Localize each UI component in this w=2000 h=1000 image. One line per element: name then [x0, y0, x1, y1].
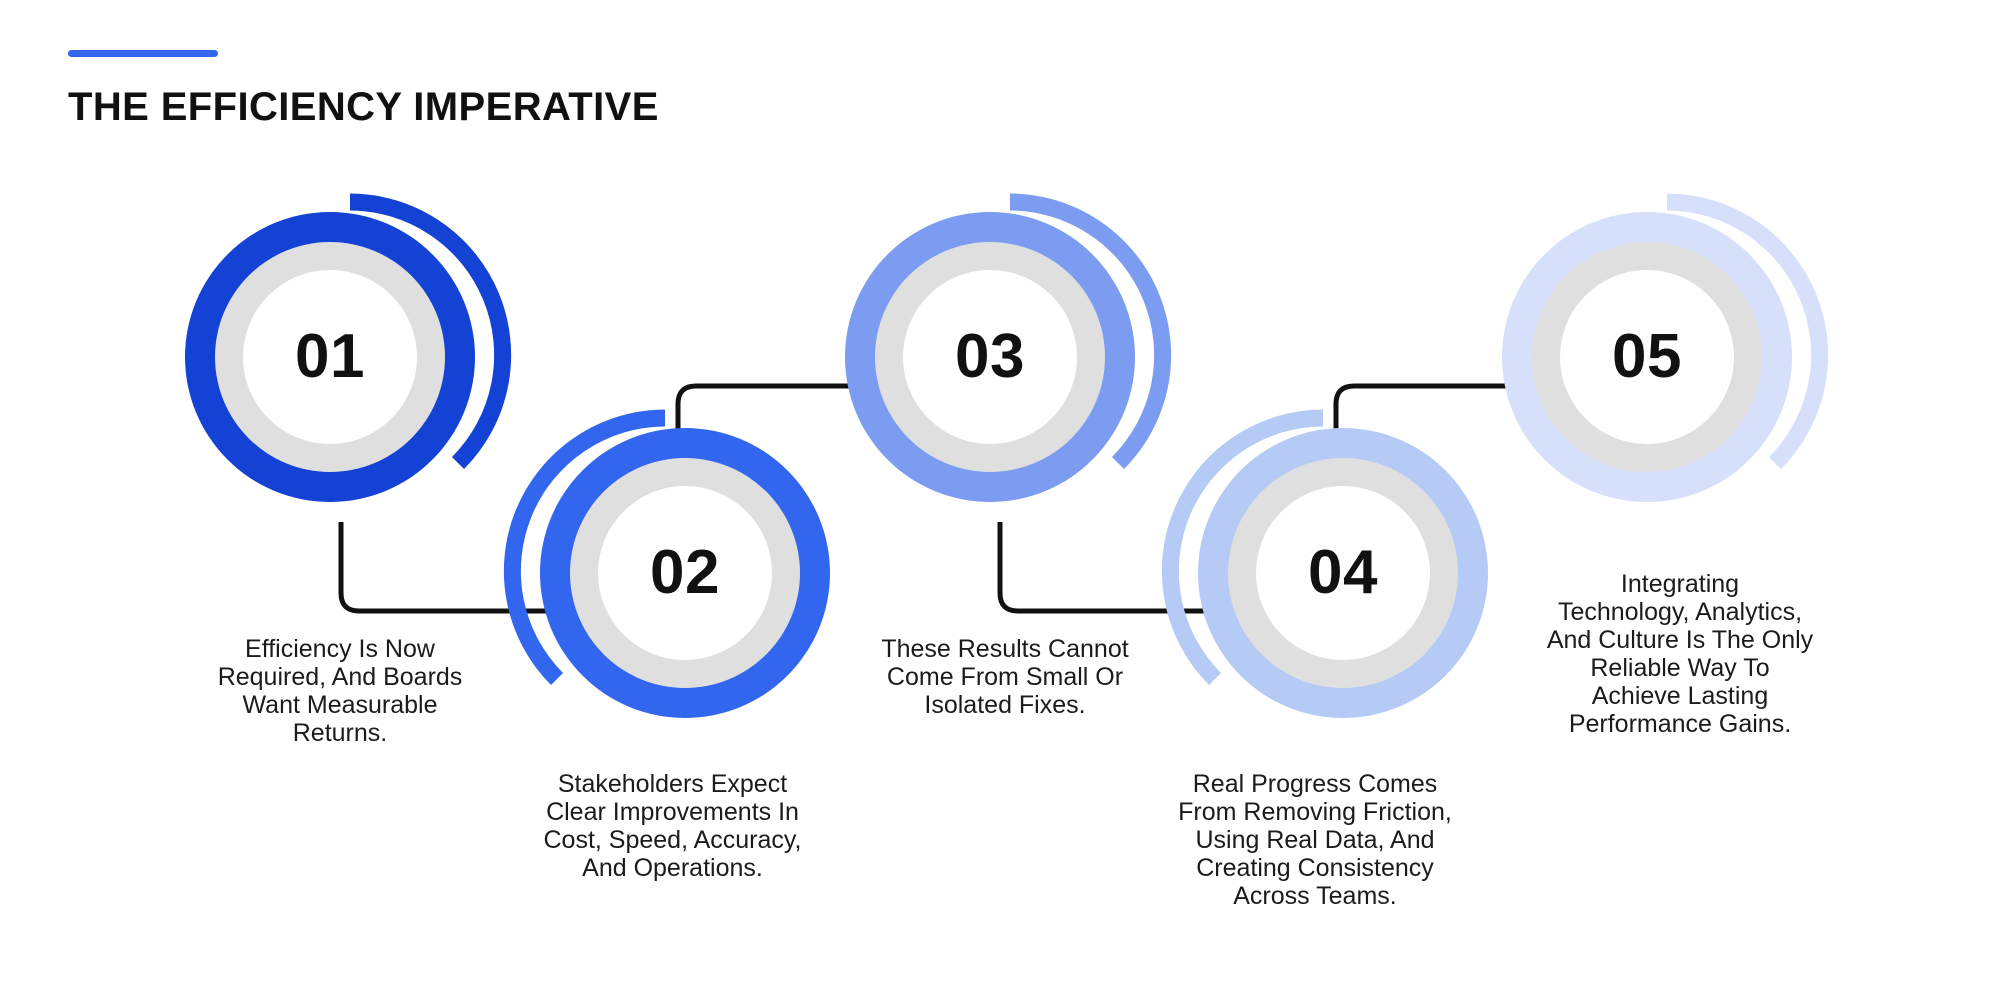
core-circle-05: 05 — [1560, 270, 1734, 444]
outer-ring-03: 03 — [845, 212, 1135, 502]
arc-path-05 — [1666, 193, 1829, 469]
arc-path-03 — [1009, 193, 1172, 469]
decorative-arc-03 — [1009, 193, 1172, 469]
arc-path-01 — [349, 193, 512, 469]
step-number-01: 01 — [295, 322, 365, 391]
arc-path-04 — [1161, 409, 1324, 685]
core-circle-02: 02 — [598, 486, 772, 660]
step-number-02: 02 — [650, 538, 720, 607]
step-caption-02: Stakeholders Expect Clear Improvements I… — [543, 770, 802, 882]
outer-ring-02: 02 — [540, 428, 830, 718]
core-circle-03: 03 — [903, 270, 1077, 444]
core-circle-04: 04 — [1256, 486, 1430, 660]
step-number-03: 03 — [955, 322, 1025, 391]
decorative-arc-02 — [503, 409, 666, 685]
step-caption-04: Real Progress Comes From Removing Fricti… — [1178, 770, 1452, 910]
connector-02-03 — [675, 383, 855, 420]
page-title: THE EFFICIENCY IMPERATIVE — [68, 85, 659, 129]
decorative-arc-04 — [1161, 409, 1324, 685]
step-caption-01: Efficiency Is Now Required, And Boards W… — [217, 635, 463, 747]
decorative-arc-01 — [349, 193, 512, 469]
outer-ring-05: 05 — [1502, 212, 1792, 502]
step-caption-05: Integrating Technology, Analytics, And C… — [1546, 570, 1814, 738]
outer-ring-01: 01 — [185, 212, 475, 502]
accent-rule — [68, 50, 218, 57]
arc-path-02 — [503, 409, 666, 685]
step-number-04: 04 — [1308, 538, 1378, 607]
decorative-arc-05 — [1666, 193, 1829, 469]
core-circle-01: 01 — [243, 270, 417, 444]
outer-ring-04: 04 — [1198, 428, 1488, 718]
connector-04-05 — [1333, 383, 1512, 420]
step-number-05: 05 — [1612, 322, 1682, 391]
step-caption-03: These Results Cannot Come From Small Or … — [881, 635, 1129, 719]
